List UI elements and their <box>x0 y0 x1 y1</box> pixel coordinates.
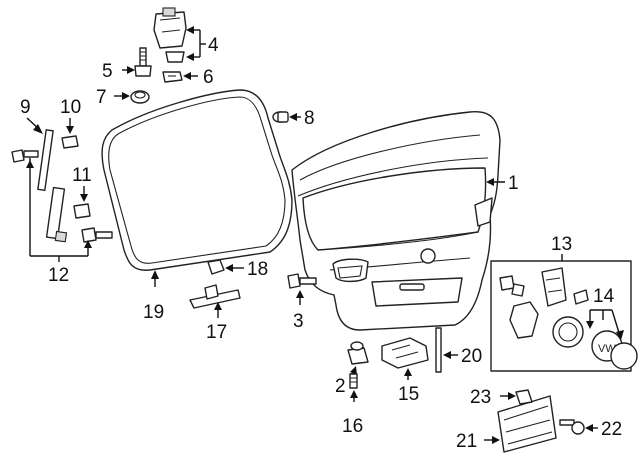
callout-9: 9 <box>20 97 31 118</box>
rod-20 <box>435 327 458 373</box>
callout-10: 10 <box>60 97 81 118</box>
cap-plug <box>114 90 150 104</box>
bolt-23 <box>500 389 533 405</box>
callout-2: 2 <box>335 376 346 397</box>
callout-13: 13 <box>551 234 572 255</box>
screw-16 <box>349 373 358 402</box>
callout-6: 6 <box>203 67 214 88</box>
handle-emblem-group: VW <box>490 254 638 372</box>
callout-12: 12 <box>48 265 69 286</box>
callout-11: 11 <box>72 165 92 186</box>
callout-19: 19 <box>143 302 164 323</box>
bumper-2 <box>347 341 369 379</box>
ball-stud-upper <box>11 149 39 256</box>
bumper-stop <box>272 111 301 123</box>
callout-20: 20 <box>461 346 482 367</box>
callout-14: 14 <box>593 286 615 307</box>
callout-1: 1 <box>508 173 519 194</box>
callout-22: 22 <box>601 419 622 440</box>
lift-support-strut <box>26 117 68 243</box>
clip-11 <box>73 186 91 219</box>
callout-5: 5 <box>102 61 113 82</box>
hinge-bolt <box>122 47 152 77</box>
hinge <box>153 7 206 63</box>
callout-15: 15 <box>398 384 419 405</box>
liftgate-panel <box>291 111 505 331</box>
callout-16: 16 <box>342 416 363 437</box>
callout-17: 17 <box>206 322 227 343</box>
callout-7: 7 <box>96 87 107 108</box>
clip-10 <box>61 118 79 149</box>
callout-8: 8 <box>304 108 315 129</box>
latch-15 <box>381 337 429 380</box>
bracket-17 <box>189 284 241 318</box>
callout-3: 3 <box>293 311 304 332</box>
nut-18 <box>207 259 244 275</box>
callout-4: 4 <box>208 35 219 56</box>
ball-stud-3 <box>287 273 317 305</box>
hinge-nut <box>162 71 198 83</box>
callout-18: 18 <box>247 259 268 280</box>
callout-21: 21 <box>456 431 477 452</box>
callout-12-bracket <box>26 160 92 262</box>
callout-23: 23 <box>470 387 491 408</box>
screw-22 <box>559 419 598 435</box>
license-plate-bracket <box>484 395 557 453</box>
ball-stud-lower <box>81 227 113 256</box>
weatherstrip-seal <box>101 89 293 287</box>
